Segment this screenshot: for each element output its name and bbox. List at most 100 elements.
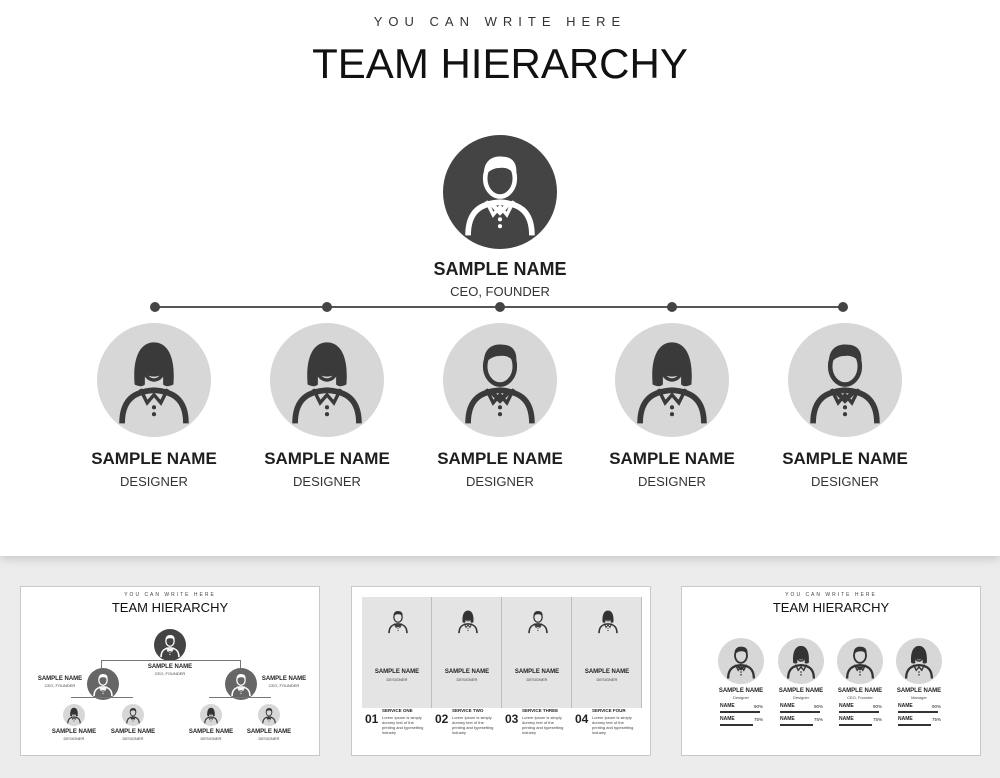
thumb-role: CEO, FOUNDER: [154, 671, 186, 676]
woman-icon: [592, 605, 624, 637]
skill-label: NAME: [720, 703, 735, 709]
thumb-role: DESIGNER: [596, 677, 618, 682]
connector-dot: [495, 302, 505, 312]
skill-percent: 75%: [932, 717, 942, 722]
thumb-role: DESIGNER: [456, 677, 478, 682]
man-icon: [788, 323, 902, 437]
thumb-name: SAMPLE NAME: [444, 669, 490, 675]
member-role: DESIGNER: [811, 474, 879, 489]
skill-percent: 75%: [754, 717, 764, 722]
skill-bar: [720, 711, 760, 713]
skill-bar: [898, 711, 938, 713]
service-number: 03: [505, 712, 519, 726]
thumb-role: DESIGNER: [63, 736, 85, 741]
member-role: DESIGNER: [120, 474, 188, 489]
man-icon: [522, 605, 554, 637]
thumb-name: SAMPLE NAME: [837, 688, 883, 694]
woman-icon: [270, 323, 384, 437]
member-role: DESIGNER: [466, 474, 534, 489]
team-member: SAMPLE NAME DESIGNER: [64, 323, 244, 489]
connector-dot: [667, 302, 677, 312]
slide-subtitle: YOU CAN WRITE HERE: [373, 14, 627, 29]
skill-bar: [839, 724, 872, 726]
skill-label: NAME: [898, 716, 913, 722]
skill-bar: [780, 724, 813, 726]
thumbnail-org-chart[interactable]: YOU CAN WRITE HERE TEAM HIERARCHY SAMPLE…: [20, 586, 320, 756]
thumb-role: DESIGNER: [258, 736, 280, 741]
skill-bar: [720, 724, 753, 726]
woman-icon: [896, 638, 942, 684]
thumb-role: Designer: [792, 695, 809, 700]
member-name: SAMPLE NAME: [609, 449, 735, 468]
man-icon: [718, 638, 764, 684]
skill-label: NAME: [720, 716, 735, 722]
service-column: SAMPLE NAME DESIGNER: [502, 597, 572, 708]
skill-bar: [780, 711, 820, 713]
thumb-subtitle: YOU CAN WRITE HERE: [785, 592, 877, 598]
thumb-role: Manager: [911, 695, 927, 700]
thumb-title: TEAM HIERARCHY: [772, 600, 890, 615]
service-number: 02: [435, 712, 449, 726]
service-title: SERVICE FOUR: [592, 708, 626, 713]
thumb-role: DESIGNER: [386, 677, 408, 682]
thumb-title: TEAM HIERARCHY: [111, 600, 229, 615]
slide-title: TEAM HIERARCHY: [312, 40, 688, 87]
service-title: SERVICE THREE: [522, 708, 559, 713]
thumb-name: SAMPLE NAME: [261, 676, 307, 682]
member-name: SAMPLE NAME: [91, 449, 217, 468]
service-text: Lorem Ipsum is simply dummy text of the …: [522, 715, 564, 735]
thumbnail-skills[interactable]: YOU CAN WRITE HERE TEAM HIERARCHY SAMPLE…: [681, 586, 981, 756]
service-text: Lorem Ipsum is simply dummy text of the …: [382, 715, 424, 735]
thumb-role: CEO, FOUNDER: [268, 683, 300, 688]
skill-percent: 90%: [873, 704, 883, 709]
skill-percent: 75%: [873, 717, 883, 722]
team-member: SAMPLE NAME DESIGNER: [410, 323, 590, 489]
skill-label: NAME: [780, 703, 795, 709]
thumbnail-services[interactable]: SAMPLE NAME DESIGNER SAMPLE NAME DESIGNE…: [351, 586, 651, 756]
thumb-subtitle: YOU CAN WRITE HERE: [124, 592, 216, 598]
connector-line: [101, 660, 241, 661]
connector-dot: [150, 302, 160, 312]
skill-percent: 90%: [754, 704, 764, 709]
thumb-role: CEO, Founder: [847, 695, 873, 700]
man-icon: [258, 704, 280, 726]
thumb-name: SAMPLE NAME: [374, 669, 420, 675]
man-icon: [122, 704, 144, 726]
team-member: SAMPLE NAME DESIGNER: [582, 323, 762, 489]
service-column: SAMPLE NAME DESIGNER: [432, 597, 502, 708]
connector-line: [240, 660, 241, 668]
skill-percent: 90%: [814, 704, 824, 709]
man-icon: [87, 668, 119, 700]
thumb-name: SAMPLE NAME: [718, 688, 764, 694]
skill-label: NAME: [839, 716, 854, 722]
woman-icon: [97, 323, 211, 437]
thumb-role: DESIGNER: [526, 677, 548, 682]
thumb-name: SAMPLE NAME: [37, 676, 83, 682]
thumb-name: SAMPLE NAME: [896, 688, 942, 694]
connector-line: [71, 697, 133, 698]
skill-bar: [898, 724, 931, 726]
team-member: SAMPLE NAME DESIGNER: [237, 323, 417, 489]
skill-bar: [839, 711, 879, 713]
man-icon: [382, 605, 414, 637]
man-icon: [225, 668, 257, 700]
ceo-avatar-man-icon: [443, 135, 557, 249]
thumb-role: DESIGNER: [122, 736, 144, 741]
man-icon: [837, 638, 883, 684]
member-name: SAMPLE NAME: [437, 449, 563, 468]
service-text: Lorem Ipsum is simply dummy text of the …: [592, 715, 634, 735]
woman-icon: [63, 704, 85, 726]
ceo-role: CEO, FOUNDER: [450, 284, 550, 299]
service-column: SAMPLE NAME DESIGNER: [362, 597, 432, 708]
connector-line: [101, 660, 102, 668]
member-role: DESIGNER: [638, 474, 706, 489]
service-column: SAMPLE NAME DESIGNER: [572, 597, 642, 708]
skill-label: NAME: [839, 703, 854, 709]
service-text: Lorem Ipsum is simply dummy text of the …: [452, 715, 494, 735]
man-icon: [443, 323, 557, 437]
service-number: 01: [365, 712, 379, 726]
skill-label: NAME: [898, 703, 913, 709]
member-role: DESIGNER: [293, 474, 361, 489]
skill-label: NAME: [780, 716, 795, 722]
woman-icon: [200, 704, 222, 726]
